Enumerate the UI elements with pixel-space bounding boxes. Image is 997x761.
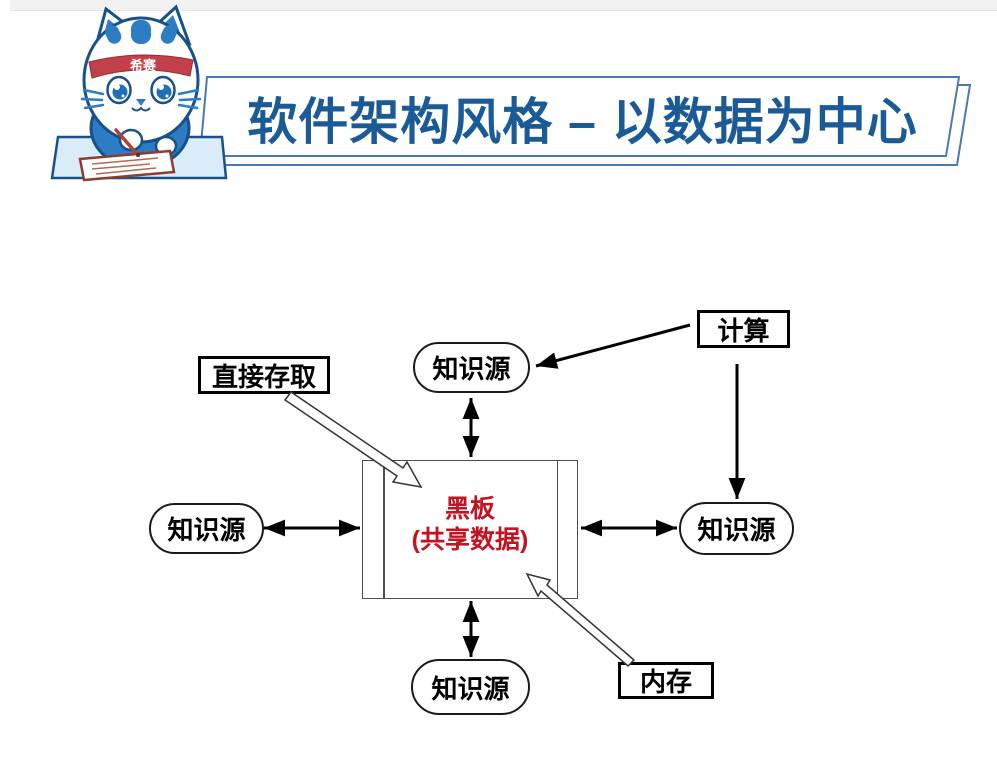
- direct-access-label: 直接存取: [211, 361, 316, 392]
- arrow-compute-to-top-source: [535, 323, 691, 369]
- blackboard-title: 黑板: [444, 495, 495, 523]
- cat-paw-left: [118, 128, 144, 152]
- title-banner: [198, 76, 961, 157]
- knowledge-source-left: 知识源: [149, 503, 264, 554]
- memory-label-box: 内存: [618, 662, 714, 699]
- cat-stripe-right: [160, 25, 177, 44]
- knowledge-source-right-label: 知识源: [697, 515, 776, 545]
- mascot-cat: 希赛: [50, 4, 228, 182]
- paper-lines: [91, 157, 159, 175]
- direct-access-label-box: 直接存取: [198, 356, 330, 394]
- cat-eye-left-highlight: [114, 84, 120, 90]
- blackboard-inner-line-right: [556, 461, 558, 598]
- cat-eye-left-highlight-2: [121, 94, 125, 98]
- blackboard-inner-line-left: [383, 461, 385, 598]
- cat-headband: [88, 54, 194, 79]
- knowledge-source-right: 知识源: [679, 502, 794, 555]
- cat-stripe-center: [131, 20, 151, 44]
- mascot-pen-tip: [136, 153, 140, 157]
- cat-whiskers: [80, 88, 202, 110]
- page-title: 软件架构风格 – 以数据为中心: [247, 94, 918, 150]
- mascot-pen: [114, 128, 139, 156]
- blackboard-box: 黑板 (共享数据): [362, 460, 578, 599]
- cat-nose: [136, 99, 146, 106]
- cat-stripe-left: [105, 25, 122, 44]
- knowledge-source-bottom-label: 知识源: [431, 673, 510, 704]
- knowledge-source-bottom: 知识源: [411, 659, 530, 715]
- blackboard-subtitle: (共享数据): [411, 526, 529, 554]
- header-artwork: 希赛: [50, 4, 972, 182]
- mascot-headband-text: 希赛: [130, 58, 157, 73]
- cat-eye-right-highlight-2: [165, 94, 169, 98]
- knowledge-source-left-label: 知识源: [167, 515, 246, 545]
- memory-label: 内存: [639, 667, 692, 697]
- blackboard-text: 黑板 (共享数据): [363, 494, 577, 556]
- compute-label-box: 计算: [697, 310, 790, 348]
- cat-eye-right-highlight: [158, 84, 164, 90]
- knowledge-source-top-label: 知识源: [432, 354, 511, 384]
- compute-label: 计算: [717, 315, 770, 346]
- top-edge-strip: [10, 0, 997, 11]
- cat-mouth: [131, 106, 151, 112]
- knowledge-source-top: 知识源: [413, 342, 530, 393]
